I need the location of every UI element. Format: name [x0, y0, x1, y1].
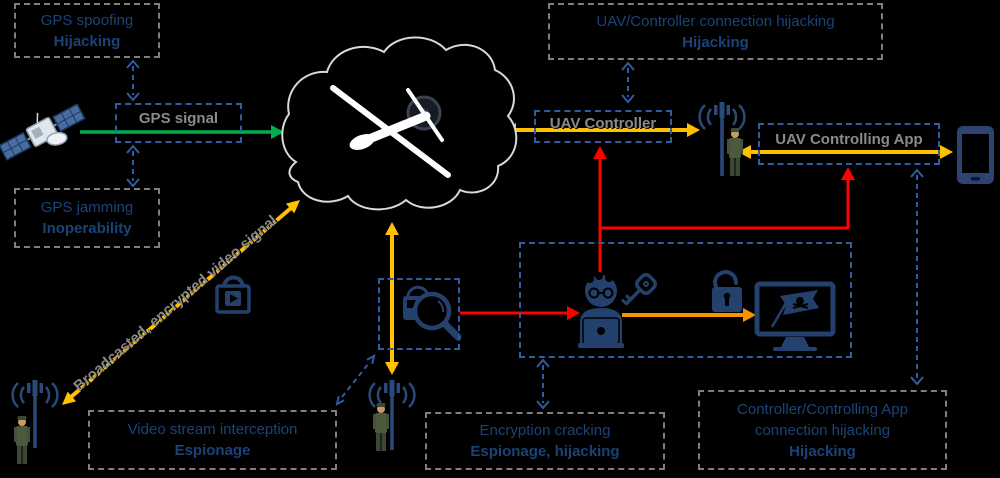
threat-box-gps-jamming: GPS jamming Inoperability — [14, 188, 160, 248]
hacker-to-monitor-arrow — [622, 308, 756, 322]
threat-impact-label: Inoperability — [42, 220, 132, 237]
sniffer-to-hacker-arrow — [460, 306, 580, 320]
hacker-icon — [578, 272, 624, 348]
threat-attack-label: GPS jamming — [40, 199, 134, 216]
controlling-app-arrow — [738, 145, 953, 159]
threat-impact-label: Espionage — [174, 442, 251, 459]
controller-antenna-icon — [698, 102, 746, 176]
packet-sniffer-magnifier-icon — [403, 285, 462, 341]
unlocked-padlock-icon — [712, 270, 742, 312]
gps-satellite-icon — [0, 103, 86, 161]
threat-attack-label: Video stream interception — [127, 421, 298, 438]
threat-impact-label: Hijacking — [682, 33, 749, 51]
threat-attack-label: UAV/Controller connection hijacking — [596, 12, 835, 30]
soldier-icon — [373, 403, 389, 451]
soldier-icon — [727, 128, 743, 176]
threat-impact-label: Hijacking — [789, 442, 856, 460]
encrypted-video-lock-icon — [215, 275, 251, 314]
key-icon — [620, 273, 657, 306]
threat-box-controller-app-connection: Controller/Controlling App connection hi… — [698, 390, 947, 470]
smartphone-icon — [957, 126, 994, 184]
threat-attack-label: Encryption cracking — [479, 422, 611, 439]
threat-box-uav-controller-connection: UAV/Controller connection hijacking Hija… — [548, 3, 883, 60]
sniffer-antenna-icon — [368, 380, 416, 450]
hacked-monitor-pirate-flag-icon — [754, 281, 836, 351]
sniffer-box — [378, 278, 460, 350]
cloud-sniffer-arrow — [385, 222, 399, 375]
threat-impact-label: Hijacking — [53, 32, 121, 50]
soldier-icon — [14, 416, 30, 464]
threat-box-video-stream: Video stream interception Espionage — [88, 410, 337, 470]
hacker-to-app-arrow — [600, 167, 855, 230]
threat-box-encryption: Encryption cracking Espionage, hijacking — [425, 412, 665, 470]
threat-attack-label: connection hijacking — [754, 421, 891, 439]
uav-controller-label: UAV Controller — [549, 115, 657, 132]
uav-controlling-app-label: UAV Controlling App — [775, 131, 923, 148]
uav-drone-icon — [330, 85, 451, 178]
threat-attack-label: GPS spoofing — [40, 11, 134, 29]
video-signal-arrow — [62, 200, 300, 405]
uav-controller-box: UAV Controller — [534, 110, 672, 143]
threat-box-gps-spoofing: GPS spoofing Hijacking — [14, 3, 160, 58]
threat-attack-label: Controller/Controlling App — [737, 400, 908, 418]
gps-signal-box: GPS signal — [115, 103, 242, 143]
uav-controlling-app-box: UAV Controlling App — [758, 123, 940, 165]
threat-impact-label: Espionage, hijacking — [470, 443, 620, 460]
video-receiver-antenna-icon — [11, 380, 59, 448]
gps-signal-label: GPS signal — [138, 110, 219, 127]
hacker-to-controller-arrow — [593, 146, 607, 285]
threat-connectors — [126, 59, 924, 410]
hacker-box — [519, 242, 852, 358]
